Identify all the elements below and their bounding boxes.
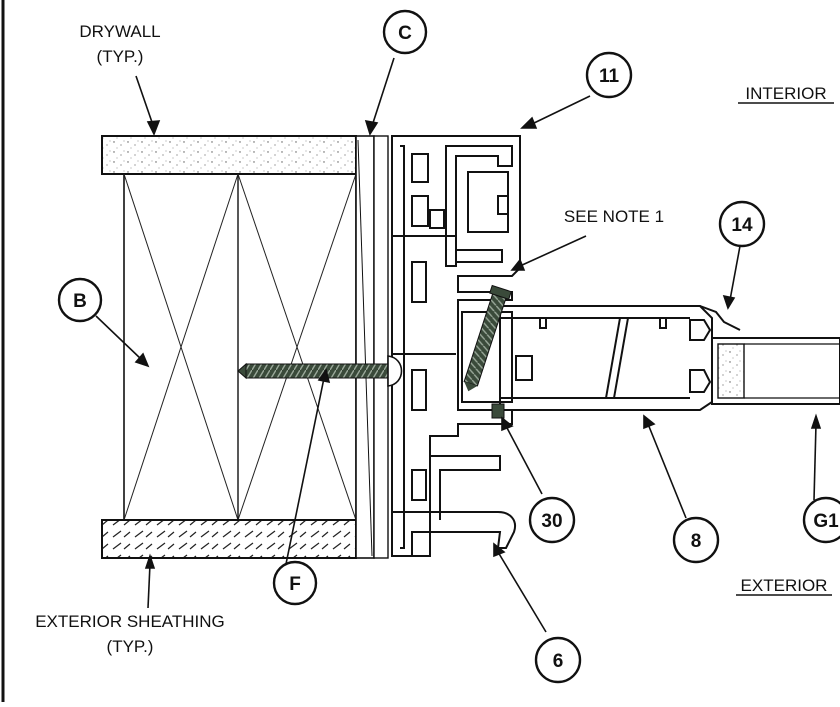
- wall-framing: [123, 173, 357, 521]
- sash-screw: [463, 284, 512, 392]
- exterior-sheathing: [101, 519, 357, 559]
- sheathing-typ-label: (TYP.): [107, 637, 154, 656]
- tag-b-circle: [57, 277, 103, 323]
- see-note-label: SEE NOTE 1: [564, 207, 664, 226]
- drywall-label: DRYWALL: [79, 22, 160, 41]
- sash-profile: [499, 305, 741, 411]
- interior-label: INTERIOR: [745, 84, 826, 103]
- tag-g1-circle: [802, 496, 840, 544]
- anchor-screw: [237, 355, 403, 387]
- tag-14-circle: [718, 200, 766, 248]
- glazing-unit: [711, 337, 840, 405]
- drywall-board: [101, 135, 357, 175]
- tag-c: C: [398, 23, 412, 44]
- exterior-label: EXTERIOR: [741, 576, 828, 595]
- tag-f-circle: [272, 560, 318, 606]
- tag-11-circle: [585, 51, 633, 99]
- tag-14: 14: [731, 215, 753, 236]
- leader-lines: [95, 57, 822, 633]
- tag-11: 11: [599, 66, 620, 87]
- frame-profile: [391, 135, 533, 557]
- fastener-30: [491, 403, 505, 419]
- tag-f: F: [289, 574, 301, 595]
- tag-30-circle: [528, 496, 576, 544]
- tag-30: 30: [541, 511, 562, 532]
- shim-strip: [355, 135, 389, 559]
- tag-b: B: [73, 291, 87, 312]
- sheathing-label: EXTERIOR SHEATHING: [35, 612, 225, 631]
- tag-g1: G1: [813, 511, 839, 532]
- tag-c-circle: [382, 9, 428, 55]
- tag-8: 8: [691, 531, 702, 552]
- tag-6-circle: [534, 636, 582, 684]
- tag-8-circle: [672, 516, 720, 564]
- drywall-typ-label: (TYP.): [97, 47, 144, 66]
- tag-6: 6: [553, 651, 564, 672]
